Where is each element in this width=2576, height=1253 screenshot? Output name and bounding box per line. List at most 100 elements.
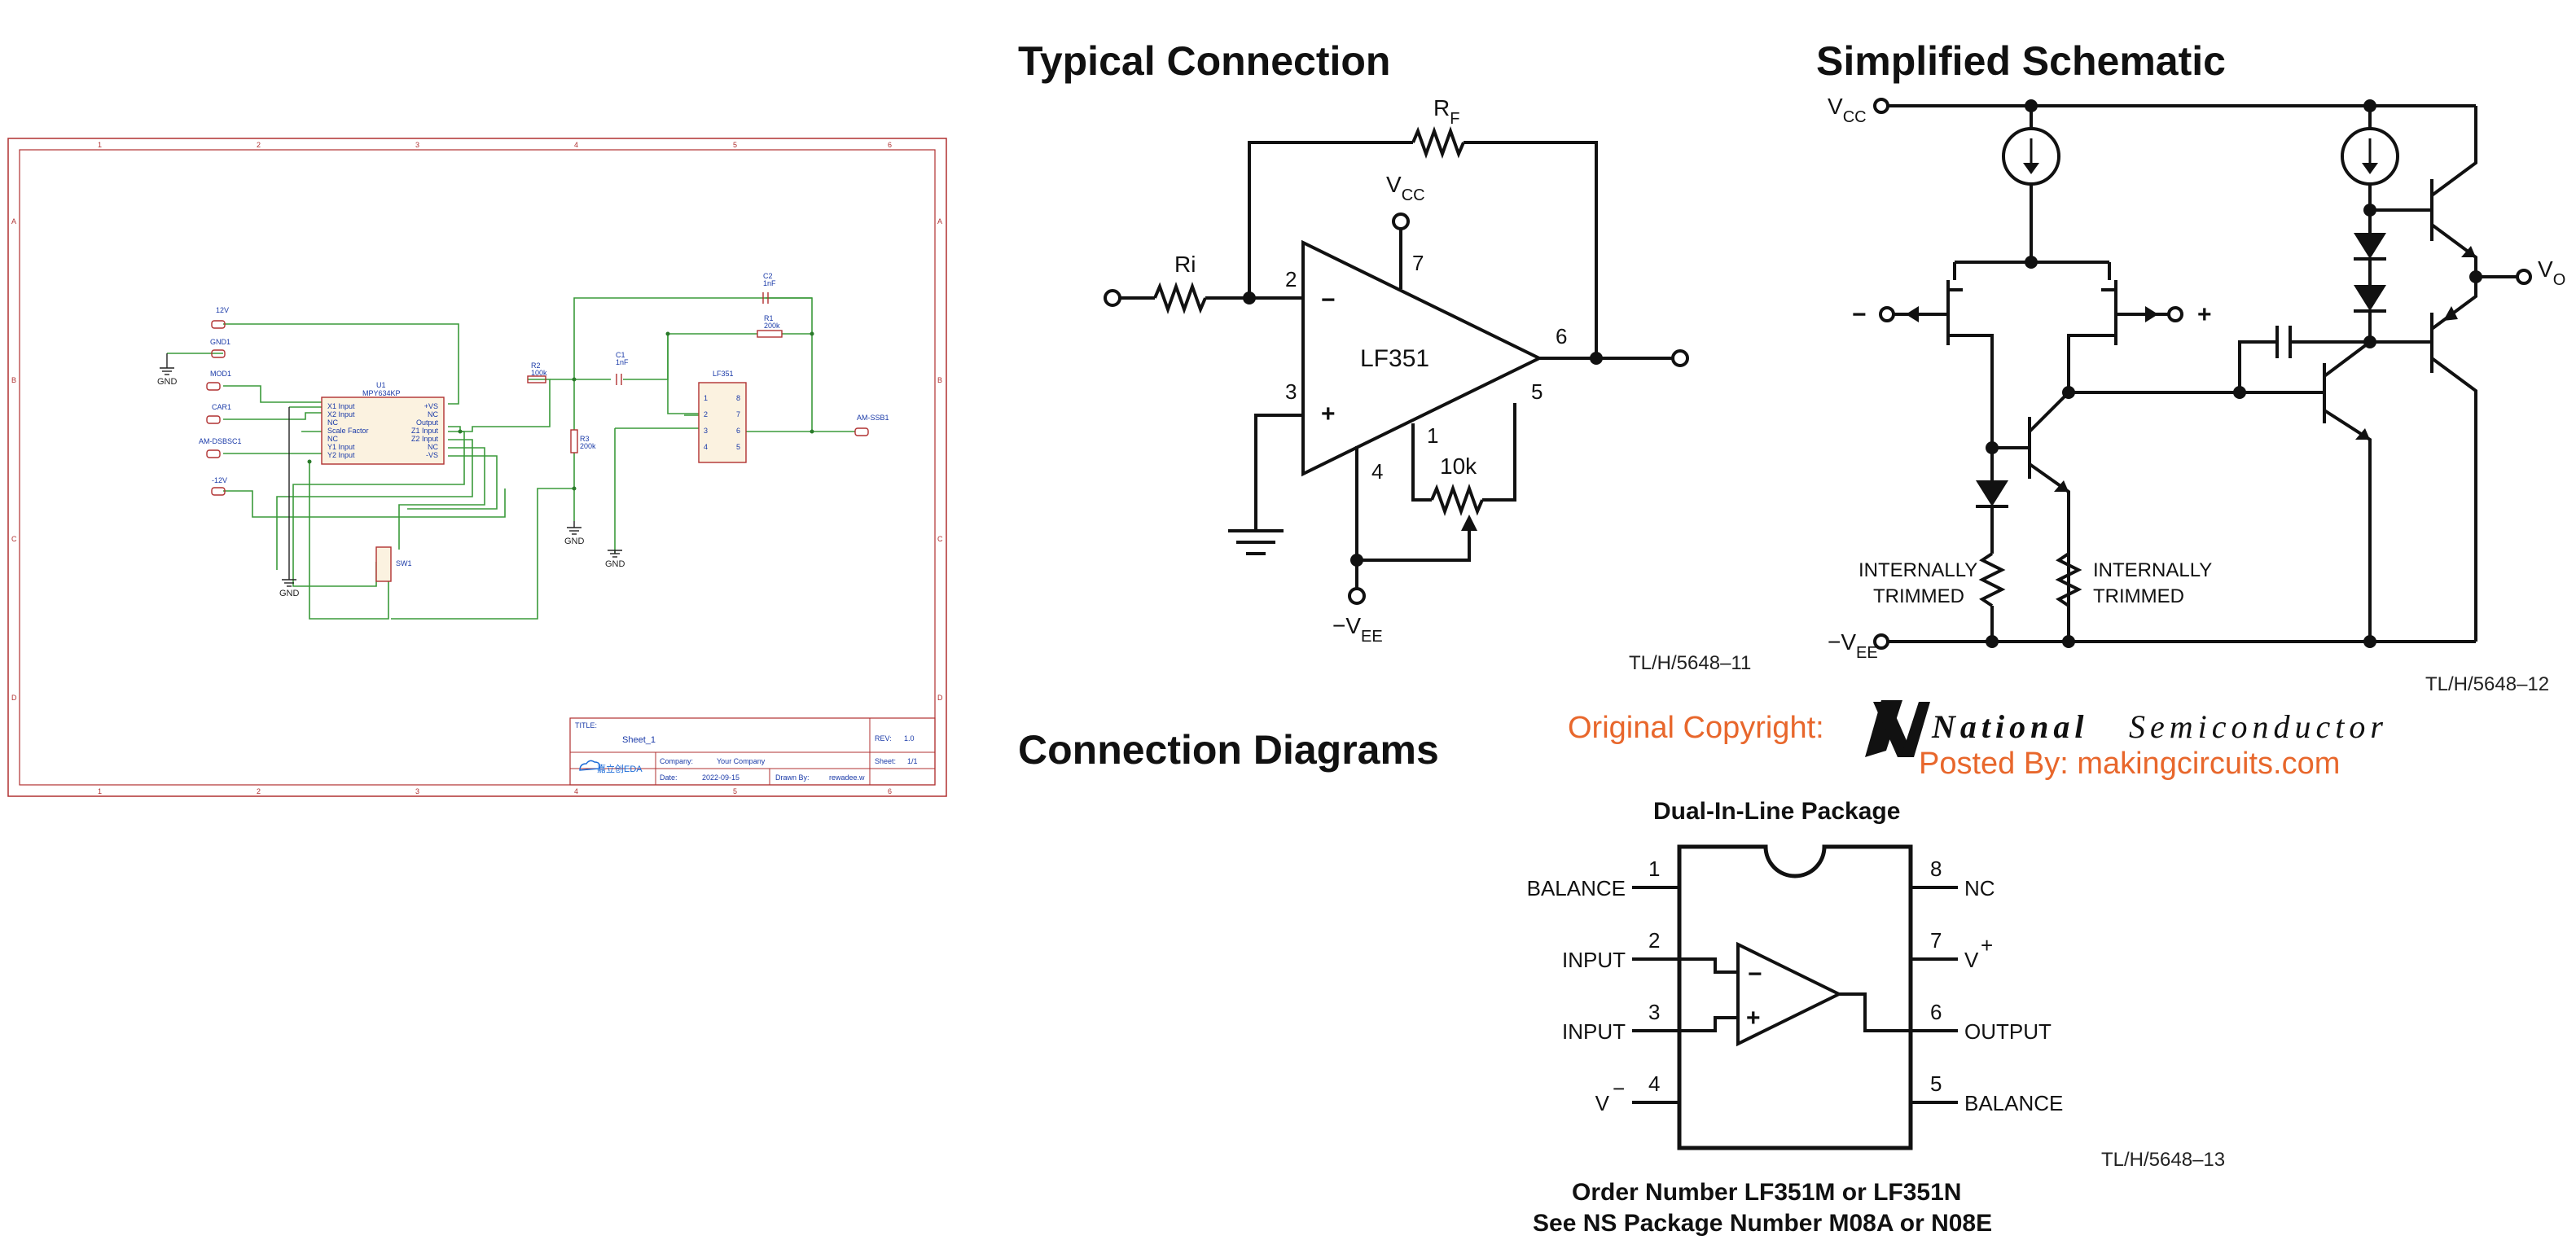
col-marker: 1 <box>98 141 102 149</box>
u1-value: MPY634KP <box>362 389 401 397</box>
lf351-pin: 2 <box>704 410 708 418</box>
u1-right-pins: +VS NC Output Z1 Input Z2 Input NC -VS <box>411 402 439 459</box>
simplified-schematic: Simplified Schematic VCC −VEE <box>1816 38 2565 695</box>
diode-icon <box>1976 480 2008 506</box>
lf351-pin: 4 <box>704 443 708 451</box>
output-terminal <box>1671 349 1689 367</box>
date-label: Date: <box>660 773 678 782</box>
copyright-label: Original Copyright: <box>1568 711 1824 745</box>
c1-ref: C1 <box>616 351 625 359</box>
dip-opamp-triangle <box>1736 941 1843 1047</box>
col-marker: 2 <box>257 787 261 795</box>
eda-wires <box>167 297 855 620</box>
row-marker: B <box>11 376 16 384</box>
dip-pin-name: OUTPUT <box>1964 1019 2052 1044</box>
national-logo-icon <box>1865 700 1930 757</box>
row-marker: A <box>11 217 16 226</box>
sheet-title: Sheet_1 <box>622 735 656 745</box>
u1-pin: Scale Factor <box>327 427 369 435</box>
r2-body <box>527 375 546 383</box>
u1-pin: NC <box>327 418 338 427</box>
u1-body <box>321 396 445 465</box>
col-marker: 2 <box>257 141 261 149</box>
noninverting-input-terminal <box>2167 306 2183 322</box>
net-label-am-dsbsc1: AM-DSBSC1 <box>199 437 242 445</box>
dip-pin-num: 5 <box>1930 1071 1942 1096</box>
schematic-ref: TL/H/5648–12 <box>2425 673 2549 695</box>
semiconductor-wordmark: Semiconductor <box>2129 708 2388 745</box>
r3-value: 200k <box>580 442 596 450</box>
ri-label: Ri <box>1174 252 1196 277</box>
vcc-label: VCC <box>1386 172 1425 204</box>
r2-ref: R2 <box>531 361 541 370</box>
dip-pin-name: NC <box>1964 876 1995 900</box>
r2-value: 100k <box>531 369 547 377</box>
diode-icon <box>2354 233 2386 259</box>
dip-right-pins: 8 7 6 5 NC V OUTPUT BALANCE + <box>1911 857 2063 1115</box>
r1-ref: R1 <box>764 314 774 322</box>
net-port <box>854 427 869 436</box>
u1-pin: NC <box>428 443 438 451</box>
gnd-label: GND <box>157 377 178 387</box>
net-port <box>211 487 226 496</box>
sw1-ref: SW1 <box>396 559 412 567</box>
gnd-label: GND <box>279 589 300 598</box>
eda-lf351: LF351 1 2 3 4 8 7 6 5 <box>698 370 747 463</box>
gnd-label: GND <box>564 537 585 546</box>
lf351-pin: 5 <box>736 443 740 451</box>
vcc-terminal <box>1392 212 1410 230</box>
row-marker: C <box>11 535 17 543</box>
u1-pin: +VS <box>424 402 438 410</box>
row-marker: D <box>11 694 17 702</box>
eda-title-block: TITLE: Sheet_1 REV: 1.0 Company: Your Co… <box>569 717 936 786</box>
schematic-heading: Simplified Schematic <box>1816 38 2226 84</box>
rev-label: REV: <box>875 734 892 743</box>
rf-resistor <box>1411 126 1465 159</box>
input-terminal <box>1104 289 1121 307</box>
row-marker: C <box>937 535 943 543</box>
typical-ref: TL/H/5648–11 <box>1629 652 1751 674</box>
dip-pin-name: V <box>1595 1091 1610 1115</box>
pin-5: 5 <box>1531 379 1543 404</box>
col-marker: 4 <box>574 141 578 149</box>
col-marker: 1 <box>98 787 102 795</box>
col-marker: 6 <box>888 787 892 795</box>
order-number: Order Number LF351M or LF351N <box>1572 1179 1961 1206</box>
sch-vcc-label: VCC <box>1828 94 1867 126</box>
ri-resistor <box>1153 282 1207 314</box>
pot-label: 10k <box>1440 453 1477 479</box>
cloud-icon <box>579 760 601 771</box>
lf351-pin: 1 <box>704 394 708 402</box>
dip-pin-num: 2 <box>1648 928 1660 953</box>
eda-net-ports: 12V GND1 MOD1 CAR1 AM-DSBSC1 -12V AM-SSB… <box>199 306 889 496</box>
pin-7: 7 <box>1412 251 1424 275</box>
dip-pin-name: BALANCE <box>1964 1091 2063 1115</box>
vo-label: VO <box>2538 256 2565 289</box>
c1-value: 1nF <box>616 358 629 366</box>
sheet-label: Sheet: <box>875 757 896 765</box>
dip-pin-num: 1 <box>1648 857 1660 881</box>
vcc-rail-terminal <box>1873 98 1889 114</box>
net-label-am-ssb1: AM-SSB1 <box>857 414 889 422</box>
lf351-pin: 3 <box>704 427 708 435</box>
net-label-12v: 12V <box>216 306 229 314</box>
row-marker: A <box>937 217 942 226</box>
dip-pin-name: V <box>1964 948 1979 972</box>
u1-pin: Z1 Input <box>411 427 439 435</box>
sch-plus: + <box>2197 301 2212 328</box>
v-plus-superscript: + <box>1981 933 1993 957</box>
lf351-pin: 8 <box>736 394 740 402</box>
u1-pin: X2 Input <box>327 410 355 418</box>
vee-label: −VEE <box>1332 613 1383 646</box>
r3-body <box>570 429 578 453</box>
vo-terminal <box>2516 269 2532 285</box>
opamp-minus: − <box>1321 287 1336 313</box>
net-label-gnd1: GND1 <box>210 338 230 346</box>
u1-pin: NC <box>327 435 338 443</box>
pin-6: 6 <box>1556 324 1567 348</box>
eda-schematic: 1 2 3 4 5 6 1 2 3 4 5 6 A B C D A B C D <box>7 138 947 797</box>
col-marker: 5 <box>733 141 737 149</box>
u1-left-pins: X1 Input X2 Input NC Scale Factor NC Y1 … <box>327 402 369 459</box>
sheet-value: 1/1 <box>907 757 918 765</box>
